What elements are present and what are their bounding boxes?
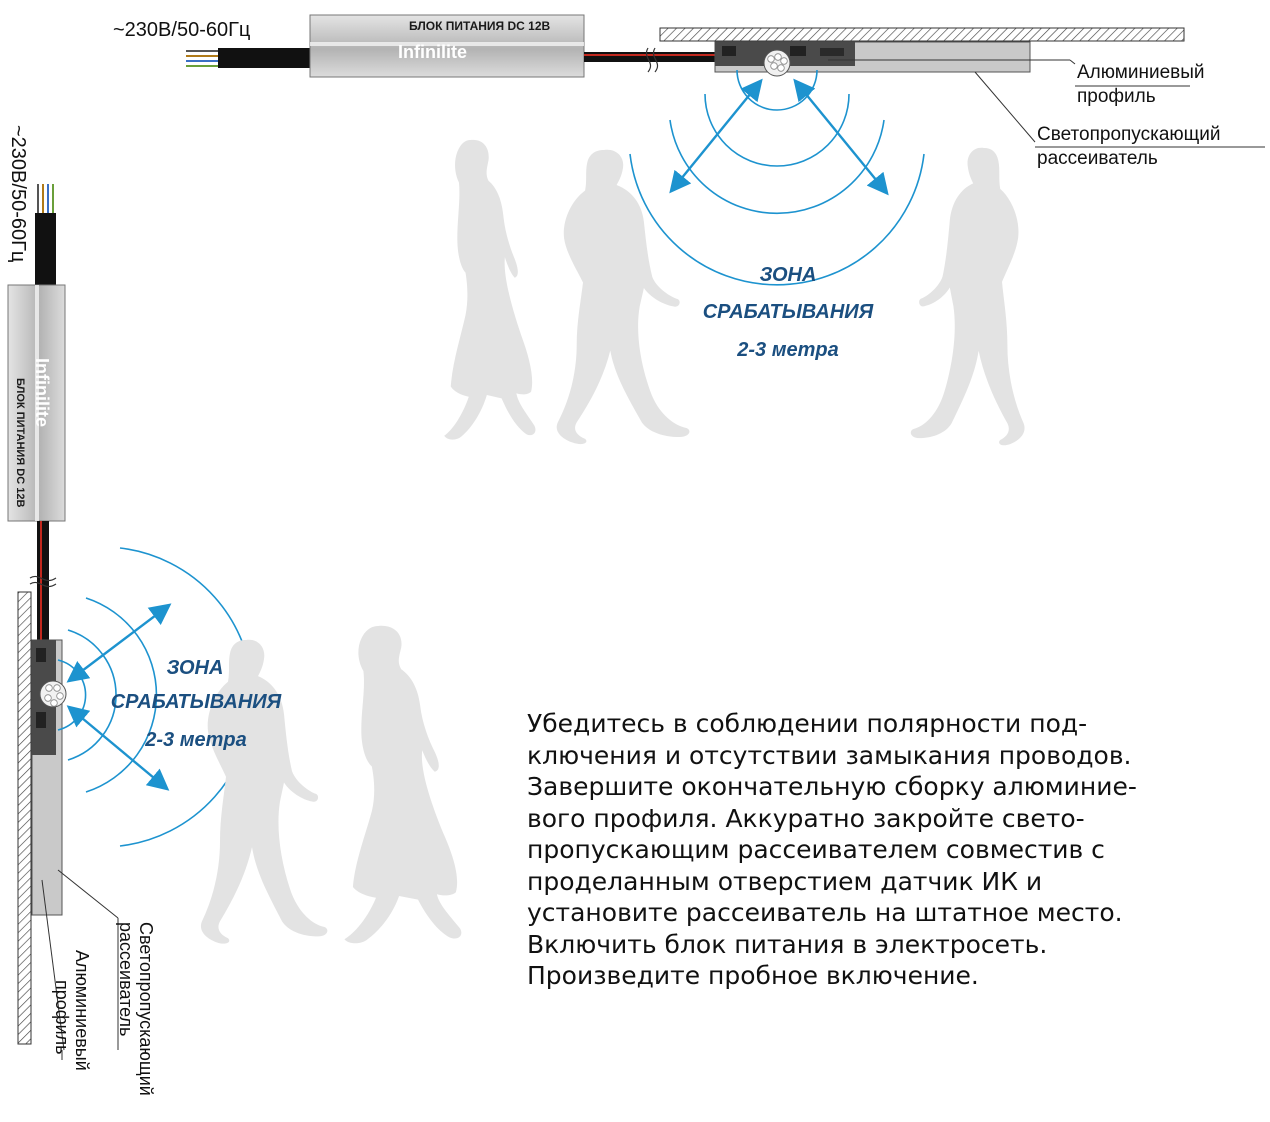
top-power-supply: БЛОК ПИТАНИЯ DC 12В Infinilite bbox=[309, 14, 585, 78]
top-ir-sensor bbox=[763, 49, 791, 77]
side-zone-line-2: СРАБАТЫВАНИЯ bbox=[111, 691, 282, 713]
installation-instructions: Убедитесь в соблюдении полярности под- к… bbox=[527, 708, 1257, 992]
instruction-line: Убедитесь в соблюдении полярности под- bbox=[527, 709, 1088, 738]
side-zone-line-1: ЗОНА bbox=[167, 657, 224, 679]
top-diffuser-label-1: Светопропускающий bbox=[1037, 124, 1221, 145]
side-zone-line-3: 2-3 метра bbox=[144, 729, 247, 751]
side-psu-title: БЛОК ПИТАНИЯ DC 12В bbox=[14, 378, 26, 507]
side-aluminium-profile bbox=[31, 639, 63, 916]
top-profile-label-1: Алюминиевый bbox=[1077, 62, 1205, 83]
top-range-arrow-right bbox=[793, 78, 889, 196]
top-wave-4 bbox=[629, 153, 925, 286]
side-mains-label: ~230В/50-60Гц bbox=[7, 125, 29, 262]
instruction-line: установите рассеиватель на штатное место… bbox=[527, 898, 1123, 927]
instruction-line: Произведите пробное включение. bbox=[527, 961, 979, 990]
instruction-line: Завершите окончательную сборку алюминие- bbox=[527, 772, 1137, 801]
top-labels: Алюминиевый профиль Светопропускающий ра… bbox=[828, 59, 1265, 169]
side-ir-sensor bbox=[39, 680, 67, 708]
side-range-arrow-up bbox=[66, 603, 172, 683]
top-ceiling bbox=[659, 27, 1185, 42]
top-zone-text: ЗОНА СРАБАТЫВАНИЯ 2-3 метра bbox=[703, 264, 874, 361]
side-diffuser-label-1: Светопропускающий bbox=[136, 922, 156, 1096]
side-profile-label-1: Алюминиевый bbox=[72, 950, 92, 1071]
top-diagram: ~230В/50-60Гц БЛОК ПИТАНИЯ DC 12В Infini… bbox=[113, 14, 1265, 446]
top-psu-brand: Infinilite bbox=[398, 42, 467, 62]
instruction-line: проделанным отверстием датчик ИК и bbox=[527, 866, 1043, 896]
top-range-arrow-left bbox=[669, 78, 763, 194]
top-detection-waves bbox=[629, 69, 925, 286]
top-zone-line-1: ЗОНА bbox=[760, 264, 817, 286]
side-mains-wires bbox=[35, 184, 56, 285]
side-power-supply: Infinilite БЛОК ПИТАНИЯ DC 12В bbox=[7, 284, 66, 522]
instruction-line: пропускающим рассеивателем совместив с bbox=[527, 835, 1105, 864]
side-psu-brand: Infinilite bbox=[32, 358, 52, 427]
instruction-line: ключения и отсутствии замыкания проводов… bbox=[527, 740, 1132, 770]
top-wave-2 bbox=[704, 93, 850, 167]
side-wall bbox=[17, 591, 32, 1045]
top-diffuser-label-2: рассеиватель bbox=[1037, 148, 1158, 169]
person-woman-side bbox=[344, 625, 462, 944]
top-mains-label: ~230В/50-60Гц bbox=[113, 19, 250, 41]
instruction-line: Включить блок питания в электросеть. bbox=[527, 929, 1048, 959]
side-diagram: ~230В/50-60Гц Infinilite БЛОК ПИТАНИЯ DC… bbox=[7, 125, 462, 1096]
side-labels: Алюминиевый профиль Светопропускающий ра… bbox=[41, 869, 156, 1096]
person-woman-top bbox=[444, 139, 536, 440]
instruction-line: вого профиля. Аккуратно закройте свето- bbox=[527, 803, 1085, 833]
top-profile-label-2: профиль bbox=[1077, 86, 1156, 107]
side-output-cable bbox=[29, 521, 57, 641]
top-output-cable bbox=[584, 47, 720, 73]
top-zone-line-2: СРАБАТЫВАНИЯ bbox=[703, 301, 874, 323]
top-psu-title: БЛОК ПИТАНИЯ DC 12В bbox=[409, 19, 550, 33]
side-walking-people bbox=[200, 625, 462, 944]
top-mains-wires bbox=[186, 48, 310, 68]
person-man-top-left bbox=[556, 149, 690, 445]
top-aluminium-profile bbox=[714, 41, 1031, 73]
side-range-arrow-down bbox=[66, 705, 170, 791]
top-zone-line-3: 2-3 метра bbox=[736, 339, 839, 361]
side-profile-label-2: профиль bbox=[52, 980, 72, 1055]
side-diffuser-label-2: рассеиватель bbox=[116, 922, 136, 1036]
side-zone-text: ЗОНА СРАБАТЫВАНИЯ 2-3 метра bbox=[111, 657, 282, 751]
top-walking-people bbox=[444, 139, 1025, 446]
person-man-top-right bbox=[910, 147, 1025, 446]
